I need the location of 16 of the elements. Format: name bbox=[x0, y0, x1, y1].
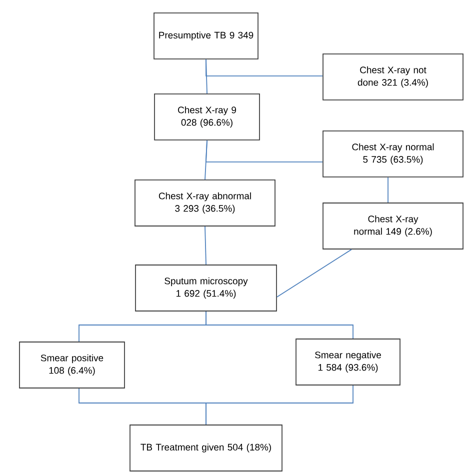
process-box: Chest X-ray 9 028 (96.6%) bbox=[154, 94, 260, 140]
connector-line bbox=[206, 140, 323, 162]
process-box: Sputum microscopy 1 692 (51.4%) bbox=[135, 264, 277, 312]
process-box: Chest X-ray not done 321 (3.4%) bbox=[322, 54, 464, 100]
process-box: Chest X-ray normal 5 735 (63.5%) bbox=[322, 130, 464, 178]
process-box: Smear negative 1 584 (93.6%) bbox=[296, 338, 400, 386]
connector-line bbox=[206, 58, 323, 76]
process-box: Chest X-ray abnormal 3 293 (36.5%) bbox=[134, 180, 276, 226]
connector-line bbox=[276, 249, 352, 298]
process-box: Presumptive TB 9 349 bbox=[154, 12, 258, 60]
connector-line bbox=[206, 385, 354, 425]
process-box: Smear positive 108 (6.4%) bbox=[19, 342, 125, 388]
connector-line bbox=[204, 226, 206, 265]
process-box: TB Treatment given 504 (18%) bbox=[130, 424, 282, 472]
connector-line bbox=[206, 311, 354, 339]
process-box: Chest X-ray normal 149 (2.6%) bbox=[322, 202, 464, 250]
